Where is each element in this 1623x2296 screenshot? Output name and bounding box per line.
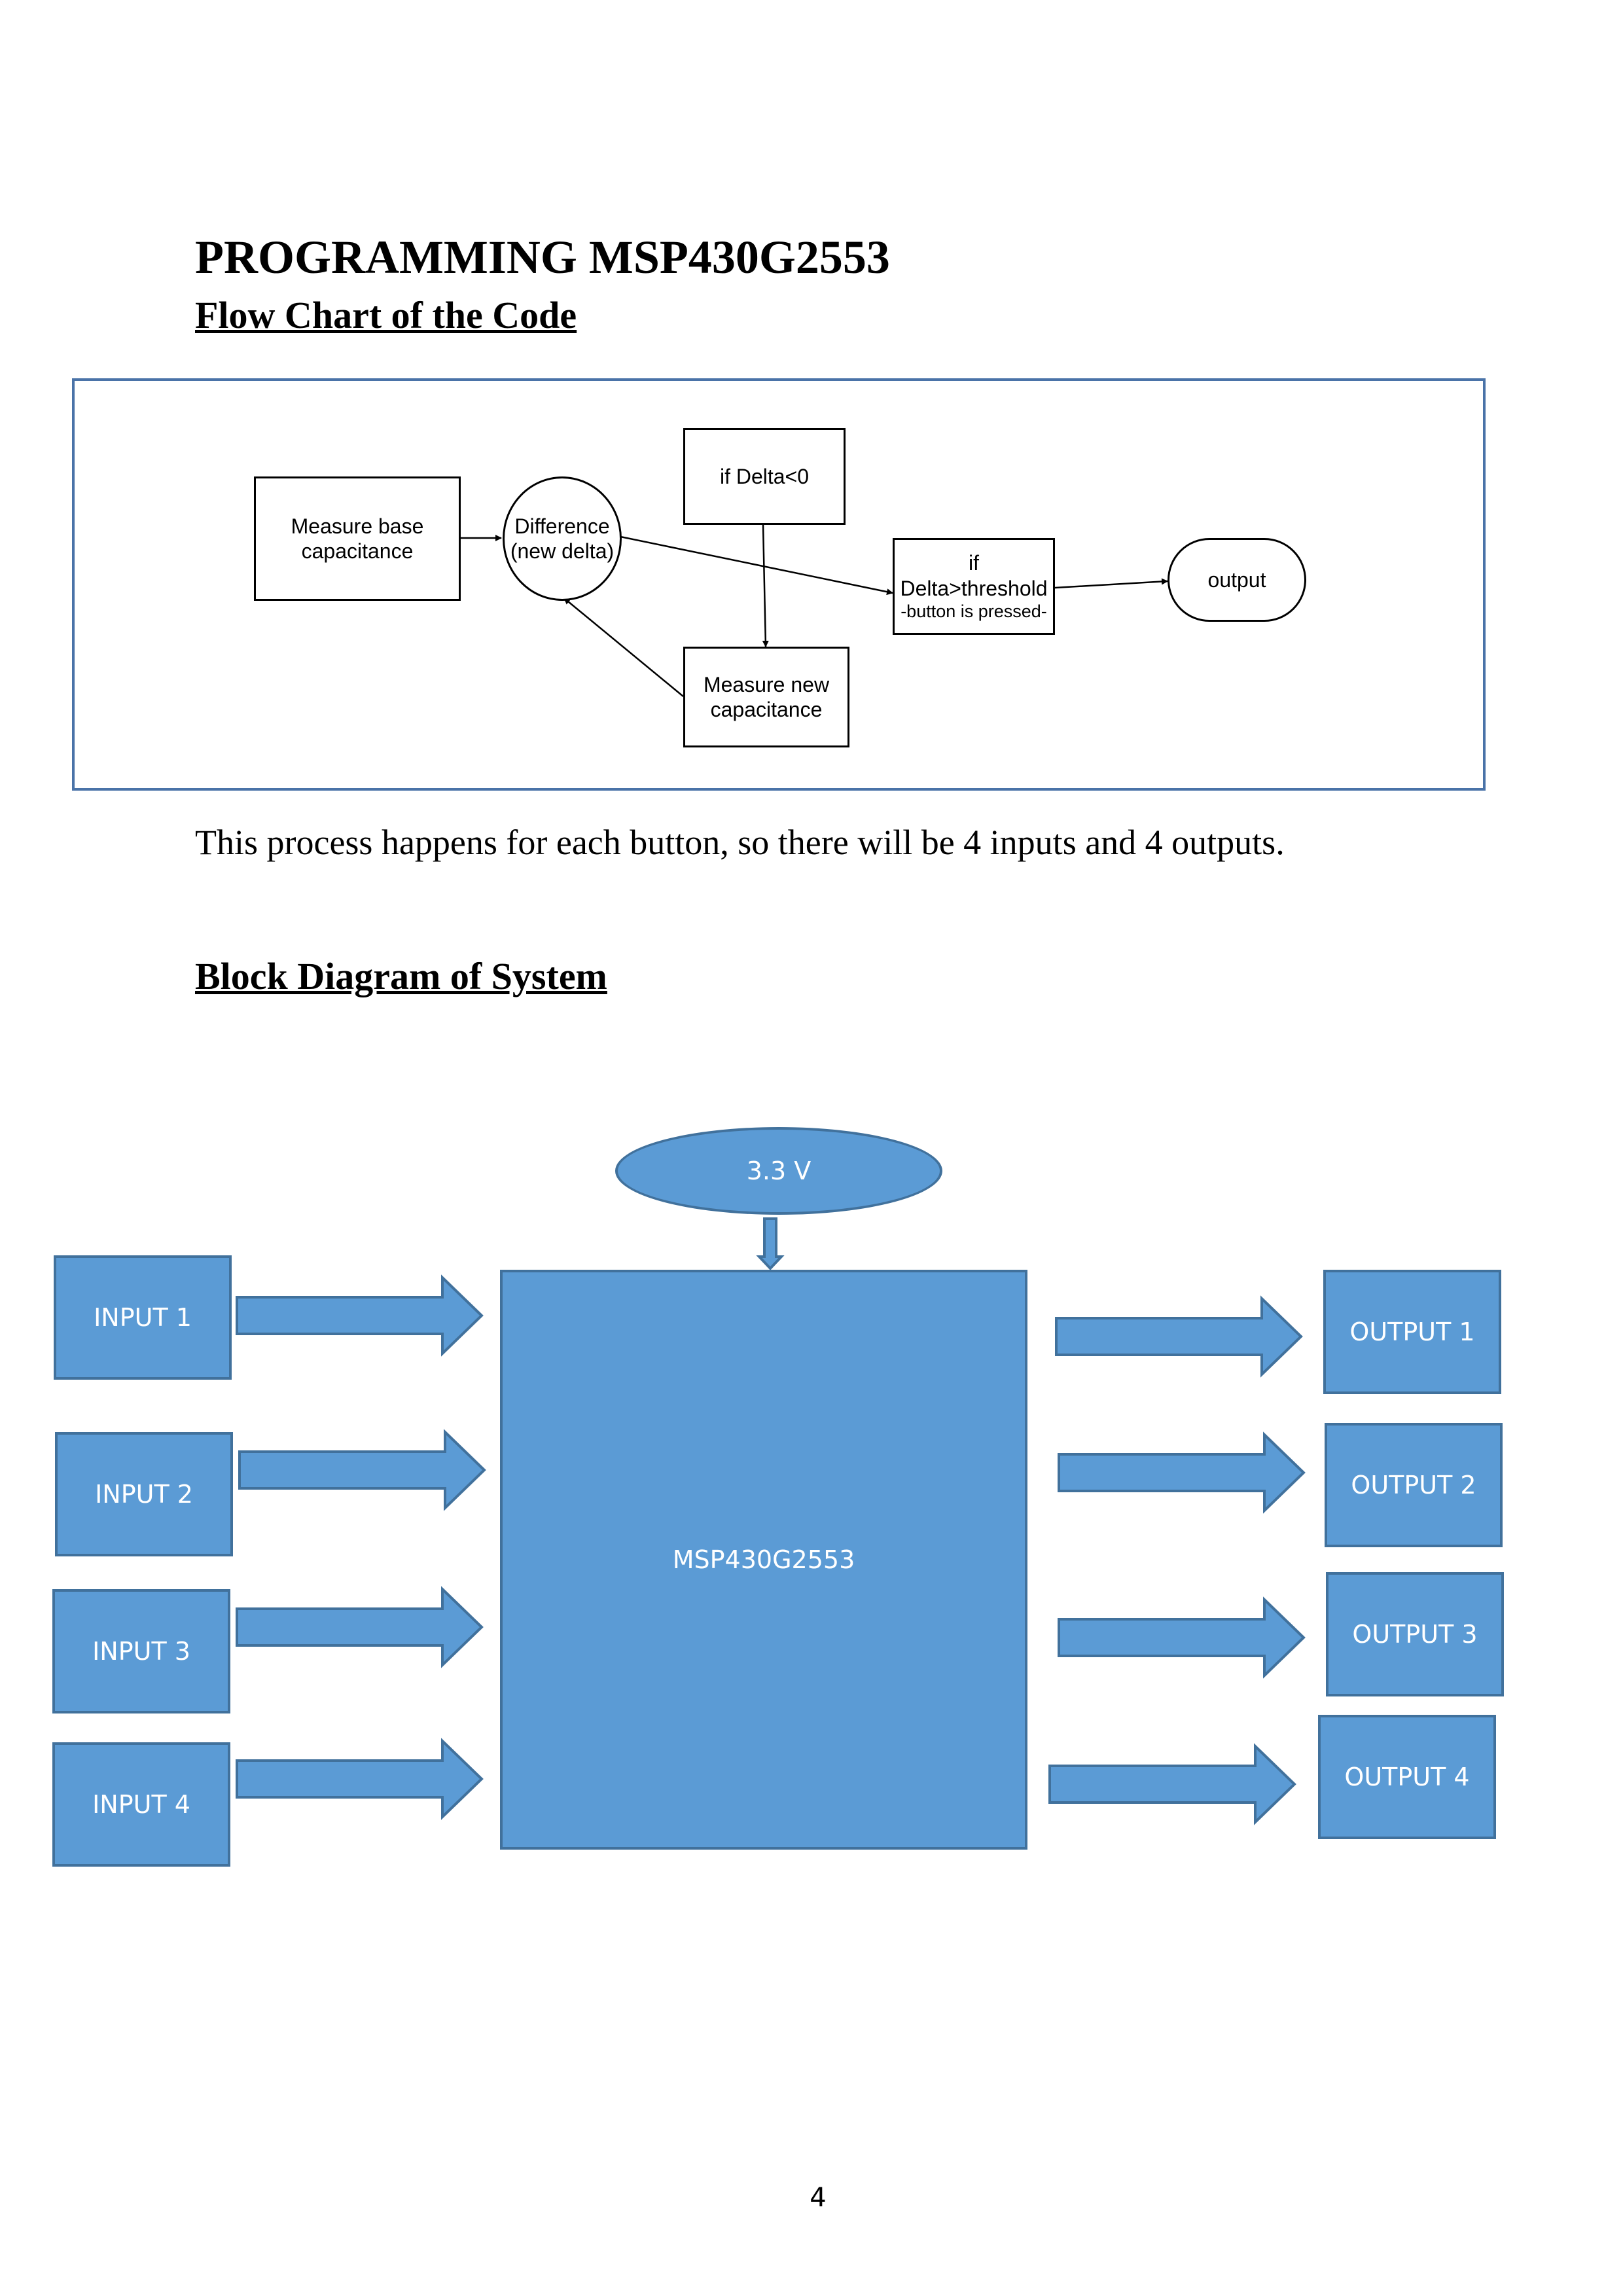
arrow-threshold-to-output (1054, 578, 1168, 589)
if-threshold-box: if Delta>threshold -button is pressed- (893, 538, 1055, 635)
input-3-label: INPUT 3 (92, 1637, 190, 1666)
arrow-measure-new-to-difference (563, 598, 684, 697)
output-1-label: OUTPUT 1 (1349, 1318, 1475, 1346)
input-4-arrow (236, 1738, 484, 1820)
if-delta-negative-box: if Delta<0 (683, 428, 846, 525)
mcu-block: MSP430G2553 (500, 1270, 1027, 1850)
output-2-block: OUTPUT 2 (1325, 1423, 1503, 1547)
output-label: output (1207, 567, 1266, 592)
difference-line1: Difference (514, 514, 610, 538)
arrow-difference-to-threshold (620, 535, 893, 596)
measure-new-line2: capacitance (710, 698, 823, 721)
input-2-arrow (238, 1429, 486, 1511)
output-2-arrow (1058, 1431, 1306, 1514)
input-3-arrow (236, 1586, 484, 1668)
page-number: 4 (810, 2183, 827, 2213)
output-3-arrow (1058, 1596, 1306, 1679)
if-threshold-line2: Delta>threshold (900, 576, 1048, 600)
description-text: This process happens for each button, so… (195, 823, 1285, 862)
mcu-label: MSP430G2553 (672, 1545, 855, 1574)
input-2-block: INPUT 2 (55, 1432, 233, 1556)
input-1-label: INPUT 1 (94, 1303, 192, 1332)
output-4-label: OUTPUT 4 (1344, 1763, 1470, 1791)
if-delta-negative-label: if Delta<0 (719, 464, 810, 488)
input-1-arrow (236, 1274, 484, 1357)
output-4-arrow (1048, 1743, 1296, 1825)
block-diagram-heading: Block Diagram of System (195, 955, 607, 997)
measure-new-capacitance-box: Measure new capacitance (683, 647, 849, 747)
page-title: PROGRAMMING MSP430G2553 (195, 231, 890, 283)
if-threshold-line1: if (969, 551, 979, 575)
power-arrow (756, 1217, 785, 1270)
input-2-label: INPUT 2 (95, 1480, 193, 1509)
output-4-block: OUTPUT 4 (1318, 1715, 1496, 1839)
power-supply-node: 3.3 V (615, 1127, 942, 1215)
measure-new-line1: Measure new (703, 672, 830, 696)
power-supply-label: 3.3 V (746, 1157, 812, 1185)
input-3-block: INPUT 3 (52, 1589, 230, 1713)
difference-node: Difference (new delta) (503, 476, 622, 601)
output-1-arrow (1055, 1295, 1303, 1378)
output-terminal: output (1168, 538, 1306, 622)
flow-chart-frame (72, 378, 1486, 791)
arrow-delta-negative-to-measure-new (762, 524, 769, 647)
output-3-block: OUTPUT 3 (1326, 1572, 1504, 1696)
measure-base-line1: Measure base (291, 514, 424, 538)
measure-base-capacitance-box: Measure base capacitance (254, 476, 461, 601)
input-4-block: INPUT 4 (52, 1742, 230, 1867)
measure-base-line2: capacitance (301, 539, 414, 563)
output-3-label: OUTPUT 3 (1352, 1620, 1478, 1649)
output-2-label: OUTPUT 2 (1351, 1471, 1476, 1499)
input-4-label: INPUT 4 (92, 1790, 190, 1819)
if-threshold-line3: -button is pressed- (901, 601, 1047, 622)
input-1-block: INPUT 1 (54, 1255, 232, 1380)
output-1-block: OUTPUT 1 (1323, 1270, 1501, 1394)
flow-chart-heading: Flow Chart of the Code (195, 294, 577, 336)
difference-line2: (new delta) (510, 539, 615, 563)
